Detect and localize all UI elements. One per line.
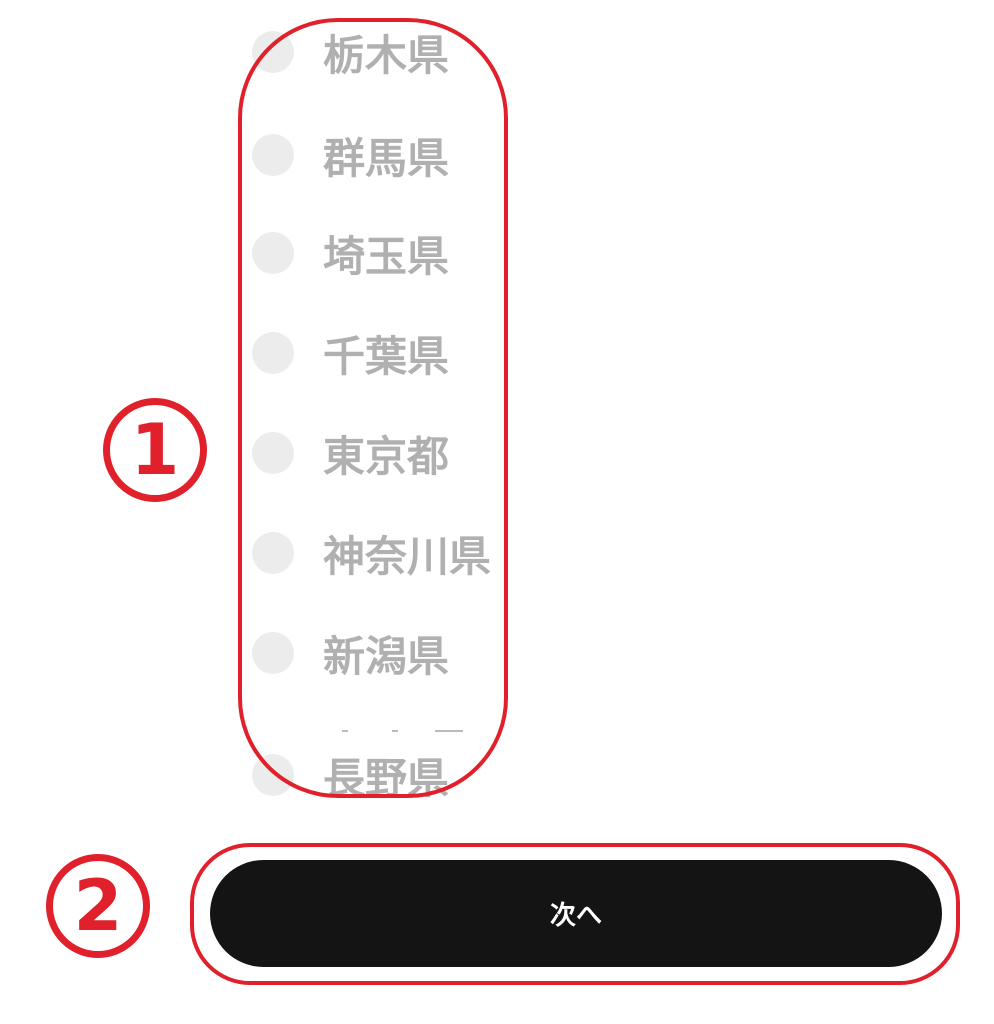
prefecture-option[interactable]: 埼玉県 xyxy=(252,223,449,283)
annotation-marker-2: 2 xyxy=(46,854,150,958)
divider xyxy=(392,730,398,732)
prefecture-option[interactable]: 千葉県 xyxy=(252,323,449,383)
option-label: 東京都 xyxy=(323,431,450,481)
divider xyxy=(342,730,348,732)
radio-button[interactable] xyxy=(252,632,294,674)
radio-button[interactable] xyxy=(252,332,294,374)
prefecture-option[interactable]: 神奈川県 xyxy=(252,523,491,583)
option-label: 群馬県 xyxy=(323,133,450,183)
radio-button[interactable] xyxy=(252,532,294,574)
annotation-marker-1: 1 xyxy=(103,398,207,502)
prefecture-option[interactable]: 群馬県 xyxy=(252,125,449,185)
radio-button[interactable] xyxy=(252,232,294,274)
option-label: 新潟県 xyxy=(323,631,450,681)
option-label: 神奈川県 xyxy=(323,531,492,581)
prefecture-option[interactable]: 新潟県 xyxy=(252,623,449,683)
prefecture-option[interactable]: 東京都 xyxy=(252,423,449,483)
option-label: 埼玉県 xyxy=(323,231,450,281)
annotation-frame-1 xyxy=(238,18,508,798)
radio-button[interactable] xyxy=(252,432,294,474)
radio-button[interactable] xyxy=(252,134,294,176)
next-button[interactable]: 次へ xyxy=(210,860,942,967)
option-label: 千葉県 xyxy=(323,331,450,381)
annotation-frame-2 xyxy=(190,843,960,985)
